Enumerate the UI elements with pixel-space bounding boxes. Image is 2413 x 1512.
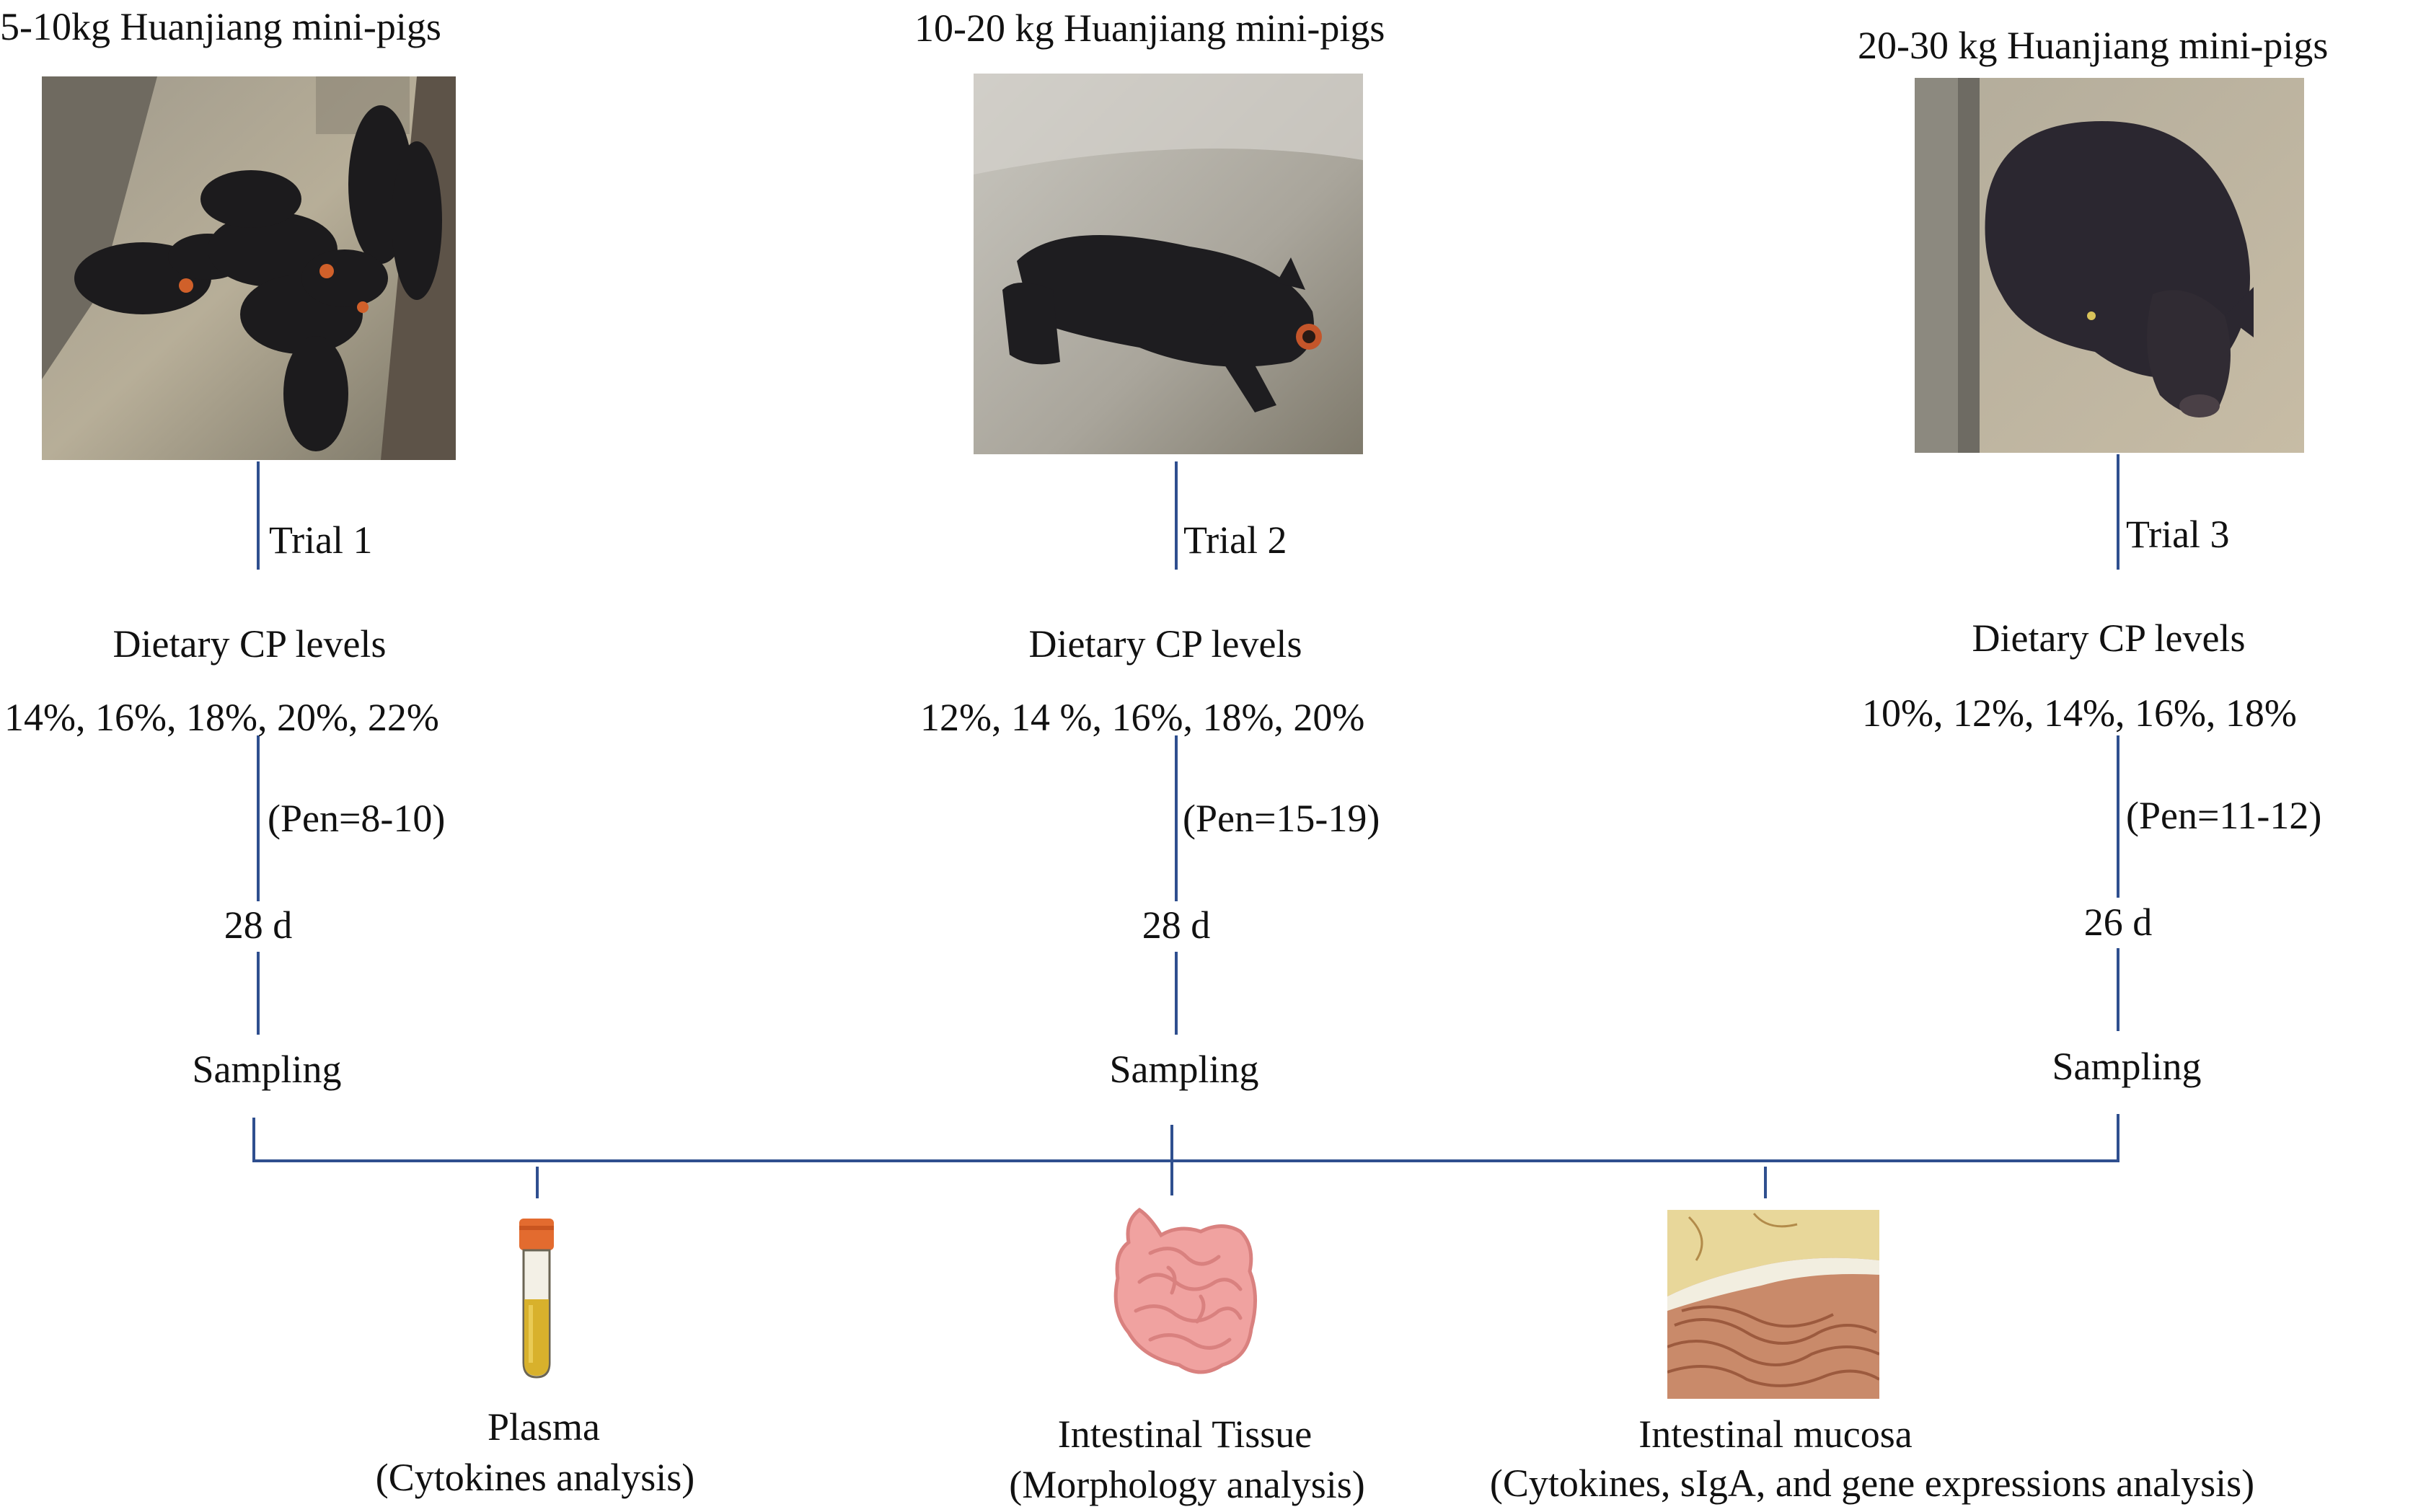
trial-1-cp-levels: 14%, 16%, 18%, 20%, 22%: [4, 696, 439, 739]
intestinal-tissue-label: Intestinal Tissue: [1057, 1412, 1313, 1456]
intestinal-tissue-analysis: (Morphology analysis): [1009, 1463, 1365, 1506]
trial-3-label: Trial 3: [2126, 513, 2230, 556]
trial-2-duration: 28 d: [1142, 903, 1211, 947]
trial-3-sampling: Sampling: [2052, 1045, 2202, 1088]
trial-1-sampling: Sampling: [192, 1048, 342, 1091]
plasma-analysis: (Cytokines analysis): [375, 1456, 695, 1499]
trial-3-pen: (Pen=11-12): [2126, 794, 2322, 837]
trial-1-pen: (Pen=8-10): [268, 797, 446, 840]
trial-3-pig-photo: [1915, 78, 2304, 453]
intestinal-mucosa-analysis: (Cytokines, sIgA, and gene expressions a…: [1489, 1462, 2255, 1505]
trial-1-cp-heading: Dietary CP levels: [113, 622, 387, 666]
trial-2-pen: (Pen=15-19): [1183, 797, 1380, 840]
trial-1-duration: 28 d: [224, 903, 293, 947]
trial-3-duration: 26 d: [2083, 901, 2153, 944]
trial-3-cp-heading: Dietary CP levels: [1972, 616, 2246, 660]
trial-1-label: Trial 1: [269, 518, 373, 562]
trial-3-group-label: 20-30 kg Huanjiang mini-pigs: [1858, 24, 2329, 67]
trial-2-group-label: 10-20 kg Huanjiang mini-pigs: [914, 6, 1385, 50]
blood-tube-icon: [515, 1219, 558, 1380]
trial-3-cp-levels: 10%, 12%, 14%, 16%, 18%: [1862, 691, 2297, 735]
intestine-icon: [1107, 1203, 1262, 1383]
trial-1-group-label: 5-10kg Huanjiang mini-pigs: [0, 5, 441, 48]
trial-1-pig-photo: [42, 76, 456, 460]
mucosa-icon: [1667, 1210, 1881, 1399]
trial-2-sampling: Sampling: [1109, 1048, 1259, 1091]
plasma-label: Plasma: [488, 1405, 600, 1449]
intestinal-mucosa-label: Intestinal mucosa: [1638, 1412, 1913, 1456]
trial-2-cp-levels: 12%, 14 %, 16%, 18%, 20%: [920, 696, 1365, 739]
trial-2-pig-photo: [974, 74, 1363, 454]
trial-2-cp-heading: Dietary CP levels: [1028, 622, 1302, 666]
trial-2-label: Trial 2: [1183, 518, 1287, 562]
